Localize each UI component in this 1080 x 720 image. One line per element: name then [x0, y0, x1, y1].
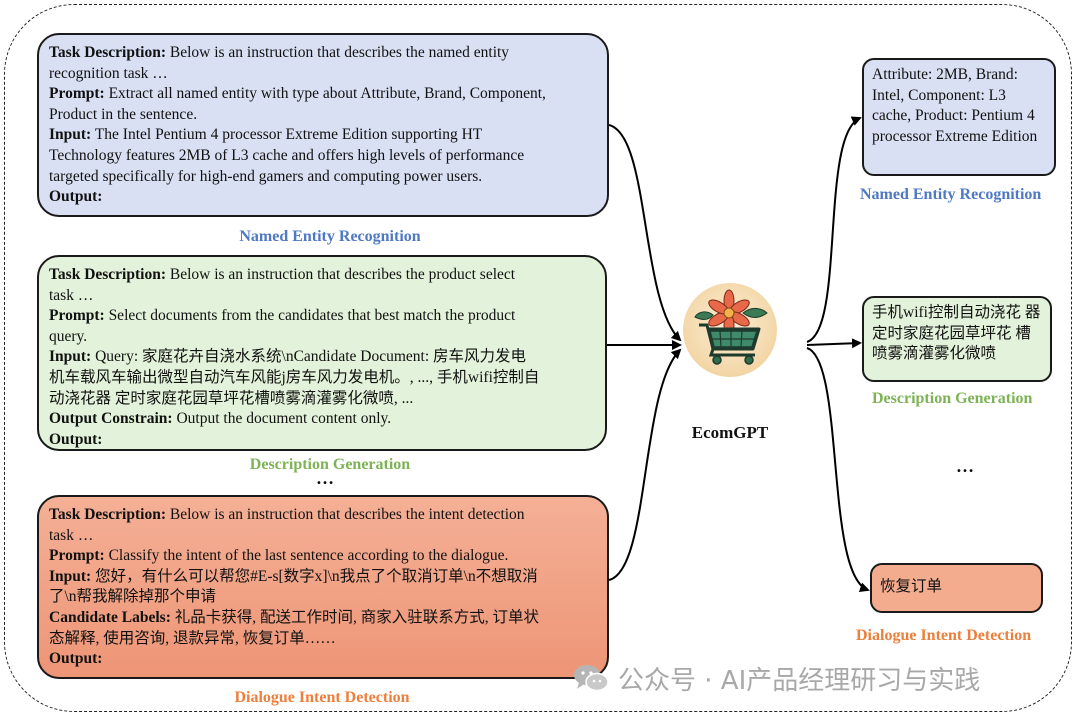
input-label: Input:	[49, 567, 92, 585]
candidate-labels-text: 态解释, 使用咨询, 退款异常, 恢复订单……	[49, 629, 336, 647]
desc-caption: Description Generation	[249, 456, 411, 473]
output-label: Output:	[49, 650, 103, 668]
input-text: targeted specifically for high-end gamer…	[49, 167, 483, 185]
prompt-text: Select documents from the candidates tha…	[104, 307, 516, 325]
task-description-text: Below is an instruction that describes t…	[165, 266, 516, 283]
ner-output-box: Attribute: 2MB, Brand: Intel, Component:…	[862, 58, 1056, 176]
ner-caption: Named Entity Recognition	[239, 228, 421, 245]
desc-output-line: 器 定时家庭花园草坪花	[872, 304, 1041, 342]
input-label: Input:	[49, 348, 92, 366]
outer-dashed-frame	[4, 4, 1072, 712]
model-name-label: EcomGPT	[691, 423, 769, 442]
ellipsis-right: …	[956, 456, 974, 476]
input-text: Query: 家庭花卉自浇水系统\nCandidate Document: 房车…	[91, 348, 527, 366]
input-text: 动浇花器 定时家庭花园草坪花槽喷雾滴灌雾化微喷, ...	[49, 389, 414, 407]
ner-instruction-box: Task Description: Below is an instructio…	[37, 33, 609, 217]
intent-caption: Dialogue Intent Detection	[234, 689, 410, 706]
input-text: 机车载风车输出微型自动汽车风能j房车风力发电机。, ..., 手机wifi控制自	[49, 368, 540, 386]
intent-output-text: 恢复订单	[880, 578, 943, 595]
ner-output-caption: Named Entity Recognition	[860, 186, 1042, 203]
ner-output-line: Edition	[991, 127, 1038, 145]
prompt-label: Prompt:	[49, 307, 105, 325]
task-description-text: task …	[49, 526, 94, 544]
watermark-text: 公众号 · AI产品经理研习与实践	[618, 665, 981, 696]
ellipsis-left: …	[316, 468, 334, 488]
desc-output-caption: Description Generation	[872, 390, 1033, 407]
input-label: Input:	[49, 126, 92, 144]
desc-output-line: 槽喷雾滴灌雾化微喷	[872, 324, 1031, 363]
output-constrain-text: Output the document content only.	[172, 410, 392, 428]
input-text: The Intel Pentium 4 processor Extreme Ed…	[91, 126, 483, 144]
ner-output-line: cache, Product: Pentium	[872, 107, 1024, 125]
task-description-text: task …	[49, 286, 94, 304]
output-constrain-label: Output Constrain:	[49, 410, 173, 428]
task-description-label: Task Description:	[49, 506, 166, 523]
desc-output-box: 手机wifi控制自动浇花 器 定时家庭花园草坪花 槽喷雾滴灌雾化微喷	[862, 296, 1052, 382]
output-label: Output:	[49, 430, 103, 448]
prompt-label: Prompt:	[49, 547, 105, 565]
prompt-text: Classify the intent of the last sentence…	[104, 547, 509, 565]
input-text: 了\n帮我解除掉那个申请	[49, 588, 217, 606]
task-description-label: Task Description:	[49, 266, 166, 283]
candidate-labels-text: 礼品卡获得, 配送工作时间, 商家入驻联系方式, 订单状	[170, 608, 540, 626]
ner-output-line: Intel, Component: L3	[872, 86, 1006, 104]
output-label: Output:	[49, 188, 103, 206]
prompt-text: query.	[49, 327, 88, 345]
shopping-cart-flower-icon	[694, 289, 768, 365]
ner-output-line: 4 processor Extreme	[872, 107, 1035, 145]
input-text: 您好，有什么可以帮您#E-s[数字x]\n我点了个取消订单\n不想取消	[91, 567, 538, 585]
ner-output-line: Attribute: 2MB, Brand:	[872, 66, 1018, 83]
input-text: Technology features 2MB of L3 cache and …	[49, 146, 525, 164]
wechat-icon	[574, 665, 609, 692]
intent-output-caption: Dialogue Intent Detection	[856, 627, 1032, 644]
prompt-text: Extract all named entity with type about…	[104, 85, 546, 103]
intent-instruction-box: Task Description: Below is an instructio…	[37, 495, 609, 679]
task-description-label: Task Description:	[49, 44, 166, 61]
task-description-text: recognition task …	[49, 64, 168, 82]
desc-instruction-box: Task Description: Below is an instructio…	[37, 255, 607, 451]
task-description-text: Below is an instruction that describes t…	[165, 44, 510, 61]
watermark: 公众号 · AI产品经理研习与实践	[572, 660, 980, 696]
prompt-text: Product in the sentence.	[49, 105, 198, 123]
candidate-labels-label: Candidate Labels:	[49, 608, 171, 626]
intent-output-box: 恢复订单	[870, 563, 1043, 613]
task-description-text: Below is an instruction that describes t…	[165, 506, 525, 523]
desc-output-line: 手机wifi控制自动浇花	[872, 304, 1021, 321]
prompt-label: Prompt:	[49, 85, 105, 103]
